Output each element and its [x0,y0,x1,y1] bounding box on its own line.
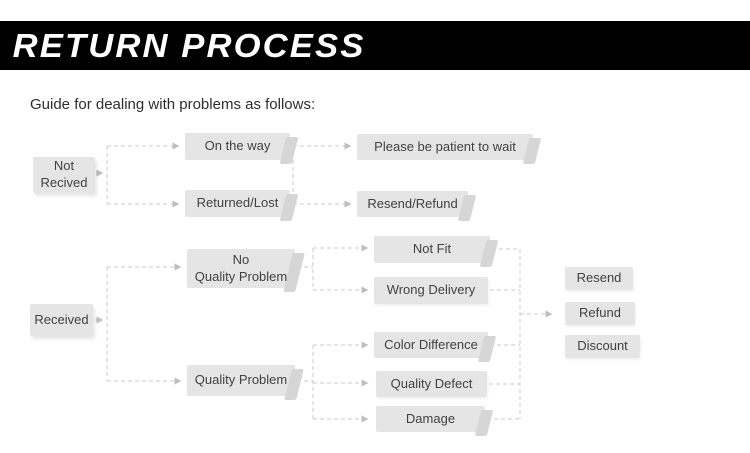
node-received: Received [30,304,93,336]
node-no-quality-problem: No Quality Problem [187,249,295,288]
node-damage: Damage [376,406,485,432]
connector-lines [95,142,553,423]
node-refund: Refund [565,302,635,325]
node-returned-lost: Returned/Lost [185,190,290,217]
page-title: RETURN PROCESS [12,26,366,64]
banner: RETURN PROCESS [0,21,750,70]
node-not-received: Not Recived [33,157,95,193]
node-color-difference: Color Difference [374,332,488,358]
node-quality-defect: Quality Defect [376,371,487,397]
node-resend: Resend [565,267,633,290]
node-resend-refund: Resend/Refund [357,191,468,217]
node-on-the-way: On the way [185,133,290,160]
node-not-fit: Not Fit [374,236,490,263]
node-quality-problem: Quality Problem [187,365,295,396]
intro-text: Guide for dealing with problems as follo… [30,96,316,113]
node-wrong-delivery: Wrong Delivery [374,277,488,304]
node-discount: Discount [565,335,640,358]
node-please-wait: Please be patient to wait [357,134,533,160]
